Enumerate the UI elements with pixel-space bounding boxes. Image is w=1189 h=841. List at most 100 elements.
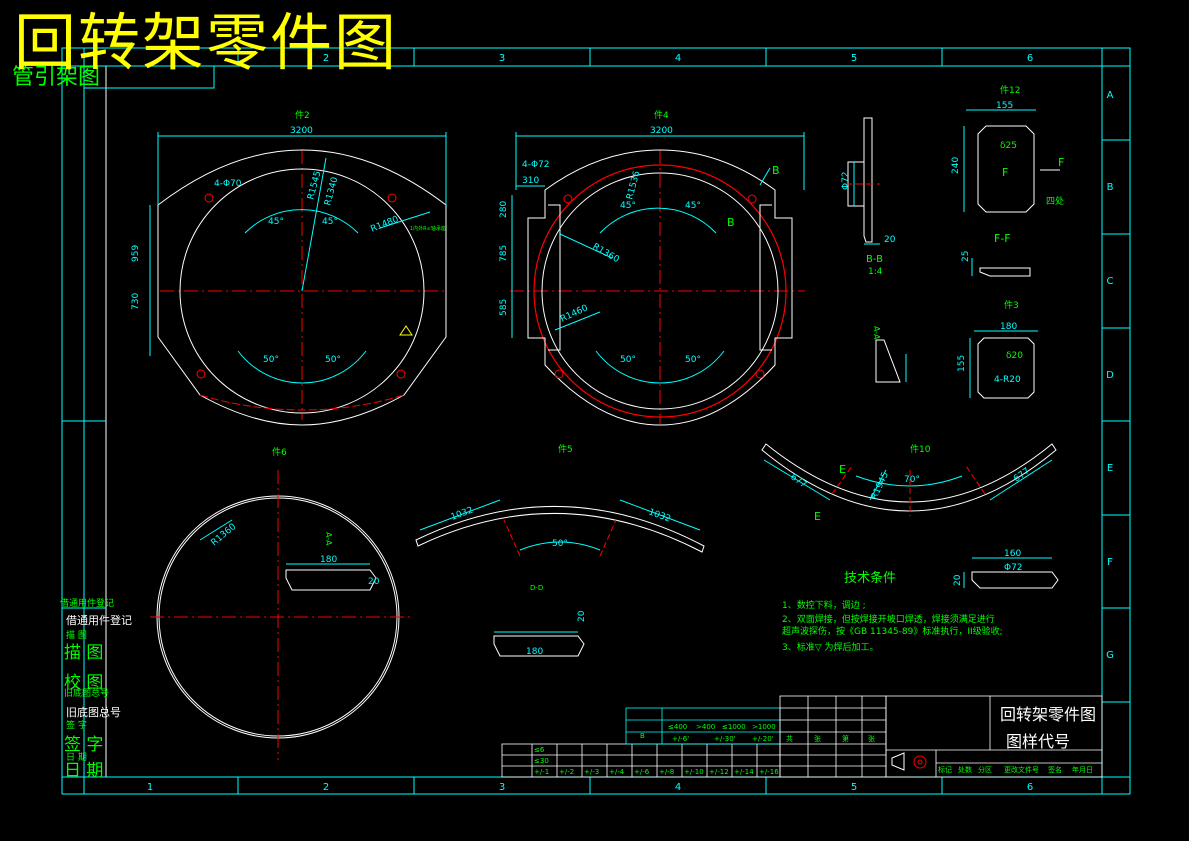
tech-item-2: 2、双面焊接，但按焊接开坡口焊透，焊接须满足进行 [782, 613, 995, 625]
small-val-1: +/-6' [672, 735, 689, 743]
part4-title: 件4 [654, 109, 669, 121]
small-row-2: >400 [696, 723, 715, 731]
part12-labels: 件12 155 240 δ25 F F 四处 [951, 84, 1064, 207]
tol-v-9: +/-14 [734, 768, 754, 776]
border-col-bottom-3: 3 [499, 782, 505, 793]
border-row-B: B [1107, 182, 1114, 193]
part10-title: 件10 [910, 443, 931, 455]
part10-e2: E [814, 510, 821, 523]
stamp-borrow-small: 借通用件登记 [60, 597, 114, 609]
part6-title: 件6 [272, 446, 287, 458]
part10-r: R1945 [870, 471, 891, 502]
section-bb-scale: 1:4 [868, 267, 883, 277]
section-bb-title: B-B [866, 254, 883, 265]
part2-r2: R1340 [323, 176, 340, 207]
part4-b-top: B [772, 164, 780, 177]
part10-e1: E [839, 463, 846, 476]
part4-holes: 4-Φ72 [522, 160, 550, 170]
technical-requirements: 技术条件 1、数控下料，调边 ; 2、双面焊接，但按焊接开坡口焊透，焊接须满足进… [782, 570, 1003, 653]
border-col-top-6: 6 [1027, 53, 1033, 64]
border-row-D: D [1106, 370, 1114, 381]
part4-a4: 50° [685, 355, 701, 365]
stamp-date: 日 期 [64, 761, 103, 781]
title-block [501, 695, 1103, 778]
part2-a4: 50° [325, 355, 341, 365]
tol-v-4: +/-4 [609, 768, 625, 776]
bottom-label-5: 签名 [1048, 765, 1062, 774]
section-aa-labels: A-A [872, 326, 881, 340]
part3-radius: 4-R20 [994, 375, 1021, 385]
border-col-bottom-2: 2 [323, 782, 329, 793]
tech-item-3: 超声波探伤，按《GB 11345-89》标准执行，II级验收; [782, 625, 1003, 637]
part2-r3: R1480 [369, 214, 400, 234]
part5-t: 20 [577, 610, 587, 622]
lower-part-w: 160 [1004, 549, 1021, 559]
projection-symbol [891, 752, 927, 771]
tol-v-8: +/-12 [709, 768, 729, 776]
part10-angle: 70° [904, 475, 920, 485]
part12-f1: F [1002, 166, 1008, 179]
part2-h1-dim: 959 [131, 245, 141, 262]
small-row-4: >1000 [752, 723, 776, 731]
drawing-title: 回转架零件图 [14, 6, 399, 79]
stamp-trace-small: 描 图 [66, 629, 87, 641]
part3-w: 180 [1000, 322, 1017, 332]
part2-a2: 45° [322, 217, 338, 227]
bottom-label-4: 更改文件号 [1004, 765, 1039, 774]
stamp-check: 校 图 [64, 673, 103, 693]
part5-l2: 1032 [647, 507, 672, 524]
section-bb-d1: Φ72 [841, 171, 851, 190]
tol-h-2: ≤30 [534, 757, 549, 765]
tol-v-3: +/-3 [584, 768, 599, 776]
part12-tail: 四处 [1046, 195, 1064, 207]
border-row-A: A [1107, 90, 1114, 101]
tol-v-6: +/-8 [659, 768, 674, 776]
section-ff-labels: F-F 25 [961, 232, 1011, 262]
part5-labels: 件5 1032 1032 50° D-D 180 20 [450, 443, 672, 657]
part12-title: 件12 [1000, 84, 1020, 96]
part2-view [149, 132, 447, 426]
tech-title: 技术条件 [844, 570, 896, 586]
lower-part-d: Φ72 [1004, 563, 1023, 573]
part12-w: 155 [996, 101, 1013, 111]
section-bb-d2: 20 [884, 235, 896, 245]
tech-item-1: 1、数控下料，调边 ; [782, 599, 866, 611]
part4-labels: 件4 3200 4-Φ72 310 280 785 585 R1536 R136… [499, 109, 780, 365]
part4-r1: R1536 [625, 170, 642, 201]
part2-note: 1内外R≤轴承座 [410, 225, 446, 232]
part2-labels: 件2 3200 959 730 4-Φ70 R1545 R1340 R1480 … [131, 109, 446, 365]
drawing-name: 回转架零件图 [1000, 705, 1096, 724]
section-ff-d1: 25 [961, 251, 971, 262]
section-bb-labels: Φ72 20 B-B 1:4 [841, 171, 896, 277]
section-bb-view [844, 117, 880, 245]
border-col-bottom-5: 5 [851, 782, 857, 793]
stamp-date-small: 日 期 [66, 752, 87, 763]
sheet-label-3: 第 [842, 734, 849, 743]
part4-r2: R1360 [591, 242, 621, 265]
part6-w: 180 [320, 555, 337, 565]
part10-view [761, 443, 1057, 516]
part2-h2-dim: 730 [131, 293, 141, 310]
part4-585: 585 [499, 299, 509, 316]
part3-labels: 件3 180 155 δ20 4-R20 [957, 299, 1023, 385]
part4-width-dim: 3200 [650, 126, 673, 136]
part6-r: R1360 [210, 522, 239, 549]
tol-v-1: +/-1 [534, 768, 549, 776]
part2-width-dim: 3200 [290, 126, 313, 136]
section-aa-title: A-A [872, 326, 881, 340]
part4-a2: 45° [685, 201, 701, 211]
border-row-C: C [1107, 276, 1114, 287]
bottom-label-2: 处数 [958, 765, 972, 774]
part12-f2: F [1058, 156, 1064, 169]
small-row-1: ≤400 [668, 723, 687, 731]
ghost-title-box: 管引架图 [12, 65, 215, 90]
bottom-label-3: 分区 [978, 765, 992, 774]
part10-l1: 677 [788, 472, 808, 490]
tech-item-4: 3、标准▽ 为焊后加工。 [782, 641, 879, 653]
part3-title: 件3 [1004, 299, 1019, 311]
part10-l2: 677 [1012, 466, 1032, 484]
part2-holes: 4-Φ70 [214, 179, 242, 189]
part2-a3: 50° [263, 355, 279, 365]
bottom-label-1: 标记 [938, 765, 952, 774]
drawing-number-label: 图样代号 [1006, 732, 1070, 751]
